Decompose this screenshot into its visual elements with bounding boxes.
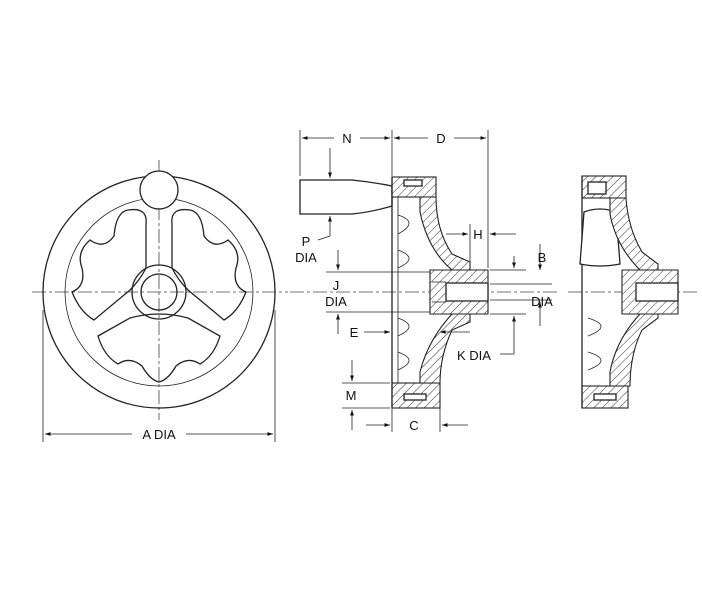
alt-handle-grip	[579, 208, 621, 267]
b-label: B	[538, 250, 547, 265]
front-view: A DIA	[32, 160, 288, 442]
m-label: M	[346, 388, 357, 403]
a-dia-label: A DIA	[142, 427, 176, 442]
hub-outer-circle	[131, 264, 187, 320]
wheel-face-scallops	[397, 214, 410, 371]
p-label: P	[302, 234, 311, 249]
j-dia-label: DIA	[325, 294, 347, 309]
alt-hub-bore	[635, 282, 679, 302]
alt-handle-pin	[587, 181, 607, 195]
revolving-handle	[299, 179, 393, 215]
h-label: H	[473, 227, 482, 242]
handle-stud-top	[403, 179, 423, 187]
handle-knob	[139, 170, 179, 210]
spoke-section-upper	[419, 196, 471, 271]
e-label: E	[350, 325, 359, 340]
bore-circle	[140, 273, 178, 311]
alt-rim-groove	[593, 393, 617, 401]
rim-bottom-groove	[403, 393, 427, 401]
hub-recess-lines	[432, 281, 446, 303]
j-label: J	[333, 278, 340, 293]
hub-bore	[445, 282, 489, 302]
n-label: N	[342, 131, 351, 146]
p-dia-label: DIA	[295, 250, 317, 265]
alt-spoke-lower	[609, 313, 659, 387]
spoke-window-bottom	[97, 313, 221, 383]
side-section-view: N D H P DIA J DIA E M	[290, 130, 560, 433]
p-leader	[317, 235, 331, 241]
alt-face-scallops	[587, 317, 602, 371]
d-label: D	[436, 131, 445, 146]
b-dia-label: DIA	[531, 294, 553, 309]
k-dia-label: K DIA	[457, 348, 491, 363]
alternate-side-view	[568, 175, 700, 409]
c-label: C	[409, 418, 418, 433]
